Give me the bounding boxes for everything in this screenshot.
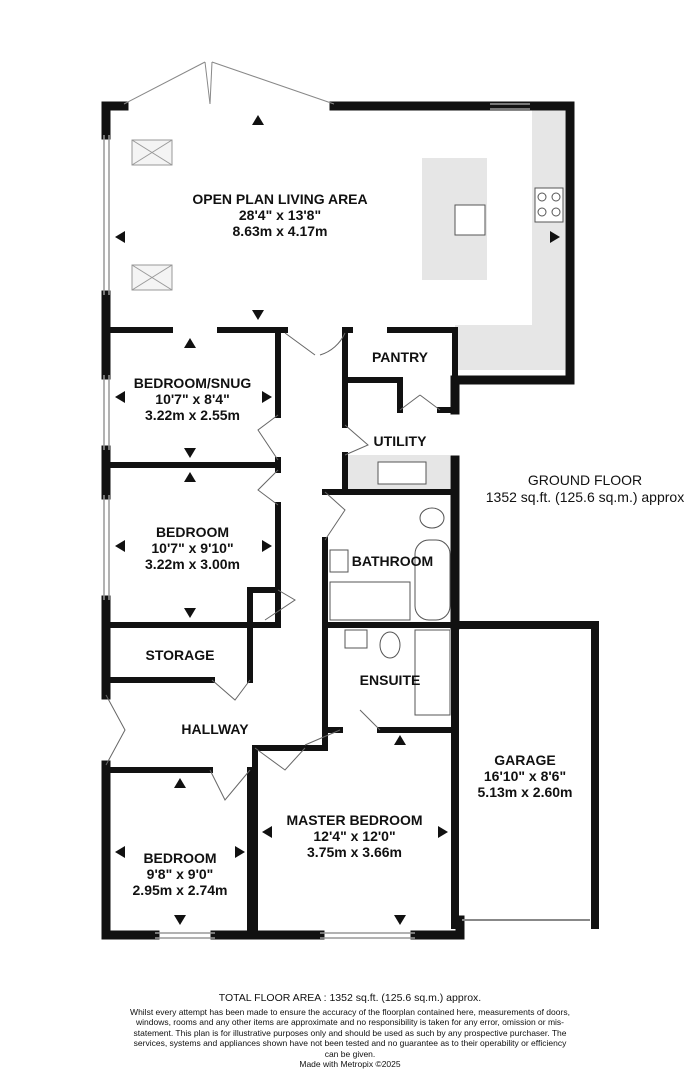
room-pantry: PANTRY <box>352 349 448 365</box>
room-imperial: 10'7" x 8'4" <box>155 391 230 407</box>
ensuite-basin-icon <box>344 629 368 649</box>
floor-area: 1352 sq.ft. (125.6 sq.m.) approx <box>485 489 685 505</box>
room-name: GARAGE <box>494 752 556 768</box>
room-utility: UTILITY <box>350 433 450 449</box>
room-name: STORAGE <box>145 647 215 663</box>
bifold-doors <box>123 61 335 105</box>
room-metric: 5.13m x 2.60m <box>477 784 573 800</box>
footer: TOTAL FLOOR AREA : 1352 sq.ft. (125.6 sq… <box>130 993 570 1070</box>
utility-sink-icon <box>377 461 427 485</box>
total-floor-area: TOTAL FLOOR AREA : 1352 sq.ft. (125.6 sq… <box>218 992 482 1004</box>
shower-icon <box>329 581 411 621</box>
basin-icon <box>329 549 349 573</box>
ensuite-toilet-icon <box>379 631 401 659</box>
room-metric: 8.63m x 4.17m <box>232 223 328 239</box>
room-metric: 3.22m x 2.55m <box>145 407 240 423</box>
floor-name: GROUND FLOOR <box>527 472 643 488</box>
outer-walls <box>101 101 575 940</box>
room-imperial: 12'4" x 12'0" <box>313 828 396 844</box>
room-imperial: 10'7" x 9'10" <box>151 540 234 556</box>
room-snug: BEDROOM/SNUG 10'7" x 8'4" 3.22m x 2.55m <box>110 375 275 423</box>
room-imperial: 16'10" x 8'6" <box>483 768 567 784</box>
room-name: BEDROOM <box>155 524 230 540</box>
room-bedroom-2: BEDROOM 10'7" x 9'10" 3.22m x 3.00m <box>110 524 275 572</box>
toilet-icon <box>419 507 445 529</box>
door-swings <box>105 332 441 801</box>
room-bedroom-3: BEDROOM 9'8" x 9'0" 2.95m x 2.74m <box>110 850 250 898</box>
skylights <box>131 139 173 291</box>
room-imperial: 9'8" x 9'0" <box>146 866 214 882</box>
hob-icon <box>534 187 564 223</box>
room-ensuite: ENSUITE <box>345 672 435 688</box>
room-storage: STORAGE <box>110 647 250 663</box>
room-name: UTILITY <box>373 433 427 449</box>
bath-icon <box>414 539 451 621</box>
room-garage: GARAGE 16'10" x 8'6" 5.13m x 2.60m <box>460 752 590 800</box>
room-name: BATHROOM <box>351 553 434 569</box>
room-metric: 3.22m x 3.00m <box>145 556 240 572</box>
windows <box>103 103 530 939</box>
dimension-arrows <box>115 115 560 925</box>
room-name: ENSUITE <box>359 672 421 688</box>
room-hallway: HALLWAY <box>160 721 270 737</box>
room-bathroom: BATHROOM <box>340 553 445 569</box>
disclaimer: Whilst every attempt has been made to en… <box>130 1006 570 1059</box>
credit: Made with Metropix ©2025 <box>299 1059 401 1069</box>
garage-walls <box>451 621 599 929</box>
room-name: PANTRY <box>372 349 428 365</box>
floor-summary: GROUND FLOOR 1352 sq.ft. (125.6 sq.m.) a… <box>470 472 700 506</box>
kitchen-fixtures <box>377 187 564 485</box>
room-metric: 2.95m x 2.74m <box>132 882 228 898</box>
ensuite-shower-icon <box>414 629 451 716</box>
room-name: BEDROOM/SNUG <box>133 375 252 391</box>
bathroom-fixtures <box>329 507 451 716</box>
room-name: BEDROOM <box>143 850 217 866</box>
room-living: OPEN PLAN LIVING AREA 28'4" x 13'8" 8.63… <box>160 191 400 239</box>
room-name: HALLWAY <box>181 721 249 737</box>
room-name: OPEN PLAN LIVING AREA <box>192 191 368 207</box>
interior-walls <box>103 327 458 938</box>
room-imperial: 28'4" x 13'8" <box>238 207 322 223</box>
room-name: MASTER BEDROOM <box>286 812 423 828</box>
sink-icon <box>454 204 486 236</box>
room-master-bedroom: MASTER BEDROOM 12'4" x 12'0" 3.75m x 3.6… <box>262 812 447 860</box>
room-metric: 3.75m x 3.66m <box>307 844 402 860</box>
